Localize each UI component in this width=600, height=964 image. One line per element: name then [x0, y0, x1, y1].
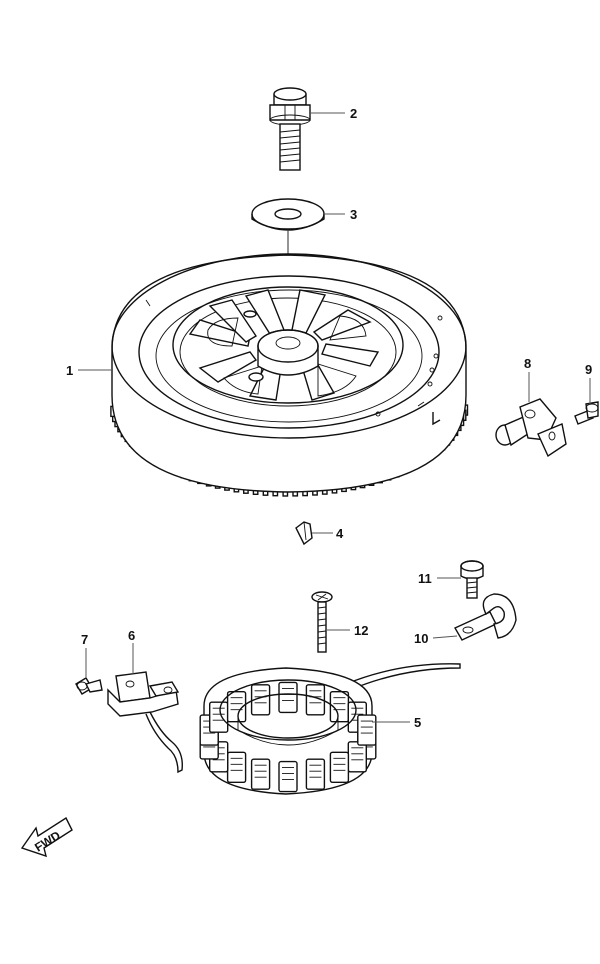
stator-pole	[305, 684, 326, 716]
callout-6: 6	[128, 628, 135, 643]
pulser-bolt	[75, 677, 103, 695]
callout-1: 1	[66, 363, 73, 378]
stator-winding	[351, 747, 364, 761]
stator-pole	[226, 691, 247, 723]
stator-pole	[250, 758, 271, 790]
sensor-screw	[574, 401, 599, 425]
callout-3: 3	[350, 207, 357, 222]
flywheel-bolt	[269, 87, 311, 171]
stator-winding	[254, 764, 267, 778]
callout-10: 10	[414, 631, 428, 646]
pulser-coil	[107, 671, 183, 774]
stator	[199, 663, 461, 795]
stator-pole	[278, 760, 298, 793]
stator-pole	[329, 751, 350, 783]
callout-12: 12	[354, 623, 368, 638]
stator-pole	[305, 758, 326, 790]
clamp-bolt	[460, 560, 484, 599]
callout-4: 4	[336, 526, 344, 541]
stator-winding	[360, 720, 373, 734]
stator-pole	[208, 701, 229, 733]
stator-screw	[311, 591, 333, 653]
stator-winding	[282, 767, 294, 781]
position-sensor	[495, 398, 567, 458]
stator-pole	[347, 741, 367, 773]
flywheel-washer	[251, 198, 325, 231]
stator-winding	[212, 707, 225, 721]
flywheel	[110, 253, 469, 497]
stator-pole	[250, 684, 271, 716]
stator-pole	[357, 714, 377, 746]
callout-2: 2	[350, 106, 357, 121]
wire-clamp	[454, 593, 517, 641]
stator-winding	[309, 764, 322, 778]
callout-9: 9	[585, 362, 592, 377]
callout-labels: 2 3 1 8 9 4 11 12 10 7 6 5	[66, 106, 592, 730]
stator-pole	[226, 751, 247, 783]
forward-direction-arrow-icon: FWD	[20, 816, 73, 858]
stator-pole	[278, 681, 298, 714]
flywheel-key	[295, 521, 313, 546]
callout-7: 7	[81, 632, 88, 647]
stator-winding	[230, 757, 243, 771]
callout-5: 5	[414, 715, 421, 730]
leader-lines	[78, 112, 591, 723]
stator-winding	[333, 757, 346, 771]
callout-8: 8	[524, 356, 531, 371]
callout-11: 11	[418, 571, 432, 586]
